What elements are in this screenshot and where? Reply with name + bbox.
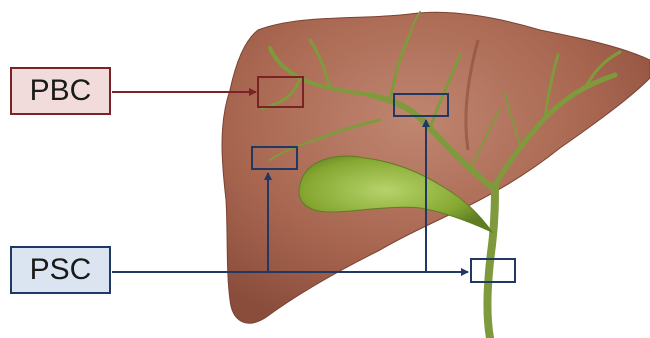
pbc-label: PBC — [10, 67, 111, 115]
psc-label: PSC — [10, 246, 111, 294]
liver-shape — [222, 12, 650, 323]
